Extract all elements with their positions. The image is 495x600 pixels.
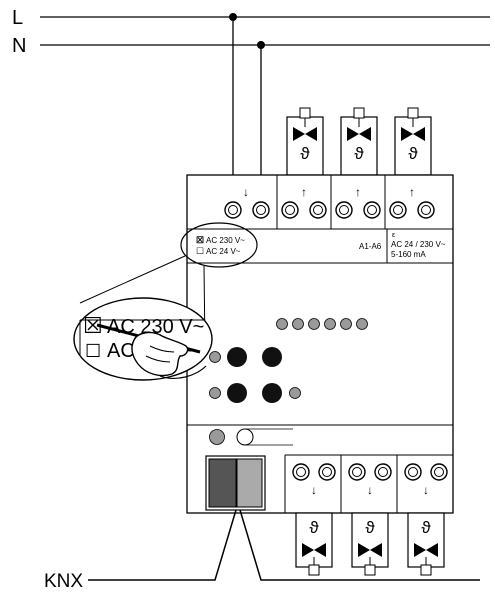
l-junction-dot bbox=[229, 13, 237, 21]
manual-controls[interactable] bbox=[209, 347, 301, 403]
epsilon-symbol: ε bbox=[392, 232, 395, 239]
status-led bbox=[276, 318, 288, 330]
valve-actuator-top-3: ϑ bbox=[394, 107, 432, 176]
status-led bbox=[356, 318, 368, 330]
output-arrow-icon: ↓ bbox=[311, 483, 317, 497]
thermal-symbol: ϑ bbox=[300, 144, 310, 163]
manual-led bbox=[209, 351, 221, 363]
valve-icon bbox=[358, 543, 370, 557]
status-led bbox=[292, 318, 304, 330]
valve-icon bbox=[414, 543, 426, 557]
status-led-row bbox=[276, 318, 368, 330]
terminal-output-bottom-3: ↓ bbox=[404, 463, 448, 497]
thermal-symbol: ϑ bbox=[365, 518, 375, 537]
terminal-output-top-1: ↑ bbox=[281, 185, 327, 219]
checked-box-icon: ☒ bbox=[83, 313, 103, 338]
valve-actuator-top-1: ϑ bbox=[286, 107, 324, 176]
rating-line-1: AC 24 / 230 V~ bbox=[391, 240, 446, 249]
valve-icon bbox=[401, 127, 413, 141]
terminal-output-bottom-1: ↓ bbox=[292, 463, 336, 497]
manual-led bbox=[209, 387, 221, 399]
output-arrow-icon: ↑ bbox=[409, 185, 415, 199]
n-junction-dot bbox=[257, 41, 265, 49]
valve-icon bbox=[293, 127, 305, 141]
magnified-voltage-selector: ☒ AC 230 V~ ☐ AC 24 V~ bbox=[73, 297, 213, 381]
voltage-option-230: AC 230 V~ bbox=[206, 236, 245, 245]
thermal-symbol: ϑ bbox=[408, 144, 418, 163]
knx-bus-wire bbox=[88, 509, 480, 581]
output-arrow-icon: ↑ bbox=[301, 185, 307, 199]
manual-button-1[interactable] bbox=[227, 347, 247, 367]
hand-with-pen-icon bbox=[96, 323, 207, 379]
valve-actuator-top-2: ϑ bbox=[340, 107, 378, 176]
programming-controls[interactable] bbox=[209, 428, 294, 446]
terminal-output-top-2: ↑ bbox=[335, 185, 381, 219]
valve-icon bbox=[302, 543, 314, 557]
thermal-symbol: ϑ bbox=[354, 144, 364, 163]
valve-actuator-bottom-1: ϑ bbox=[295, 512, 333, 576]
empty-box-icon: ☐ bbox=[85, 341, 101, 361]
rating-line-2: 5-160 mA bbox=[391, 250, 426, 259]
voltage-selector-label: ☒ AC 230 V~ ☐ AC 24 V~ bbox=[180, 222, 258, 268]
terminal-output-bottom-2: ↓ bbox=[348, 463, 392, 497]
supply-arrow-icon: ↓ bbox=[243, 185, 249, 199]
empty-box-icon: ☐ bbox=[196, 246, 204, 256]
status-led bbox=[308, 318, 320, 330]
voltage-option-24: AC 24 V~ bbox=[206, 247, 241, 256]
manual-led bbox=[289, 387, 301, 399]
status-led bbox=[324, 318, 336, 330]
supply-lines bbox=[40, 16, 490, 175]
output-arrow-icon: ↓ bbox=[367, 483, 373, 497]
checked-box-icon: ☒ bbox=[196, 235, 204, 245]
valve-icon bbox=[347, 127, 359, 141]
valve-actuator-bottom-3: ϑ bbox=[407, 512, 445, 576]
knx-terminal-dark bbox=[208, 458, 237, 508]
manual-button-2[interactable] bbox=[262, 347, 282, 367]
manual-button-3[interactable] bbox=[227, 383, 247, 403]
l-label: L bbox=[12, 7, 23, 29]
knx-terminal-light bbox=[236, 458, 263, 508]
programming-button[interactable] bbox=[236, 428, 254, 446]
channel-range-label: A1-A6 bbox=[359, 242, 382, 251]
knx-label: KNX bbox=[44, 571, 83, 592]
manual-button-4[interactable] bbox=[262, 383, 282, 403]
output-arrow-icon: ↓ bbox=[423, 483, 429, 497]
output-arrow-icon: ↑ bbox=[355, 185, 361, 199]
status-led bbox=[340, 318, 352, 330]
n-label: N bbox=[12, 35, 26, 57]
terminal-supply: ↓ bbox=[224, 185, 270, 219]
programming-led bbox=[209, 429, 225, 445]
knx-connector bbox=[205, 455, 266, 511]
valve-actuator-bottom-2: ϑ bbox=[351, 512, 389, 576]
terminal-output-top-3: ↑ bbox=[389, 185, 435, 219]
thermal-symbol: ϑ bbox=[309, 518, 319, 537]
thermal-symbol: ϑ bbox=[421, 518, 431, 537]
